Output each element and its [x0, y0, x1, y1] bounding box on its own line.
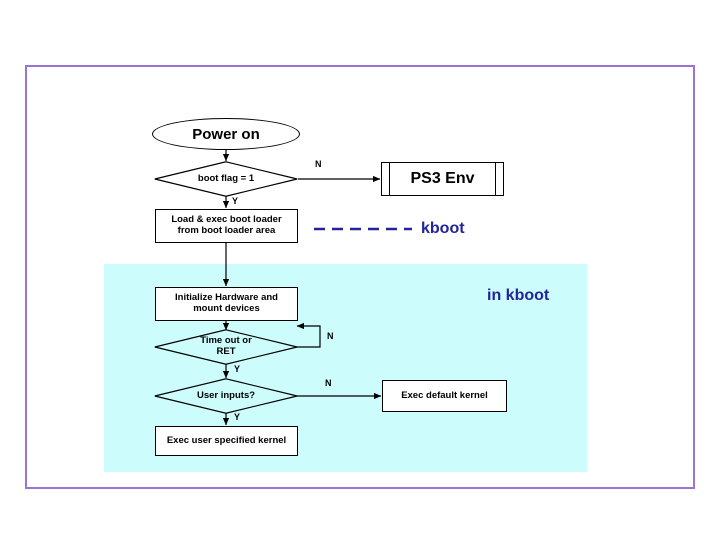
node-exec-default-kernel[interactable]: Exec default kernel: [382, 380, 507, 412]
node-user-inputs-decision[interactable]: User inputs?: [154, 378, 298, 414]
node-load-exec-boot-loader[interactable]: Load & exec boot loader from boot loader…: [155, 209, 298, 243]
node-exec-user-label: Exec user specified kernel: [166, 434, 287, 446]
annotation-in-kboot: in kboot: [487, 287, 550, 304]
node-timeout-decision[interactable]: Time out or RET: [154, 329, 298, 365]
node-power-on-label: Power on: [192, 125, 260, 143]
ps3-env-left-bar: [389, 163, 390, 195]
node-power-on[interactable]: Power on: [152, 118, 300, 150]
node-load-exec-line2: from boot loader area: [177, 225, 276, 236]
node-ps3-env-label: PS3 Env: [410, 170, 475, 187]
node-boot-flag-decision[interactable]: boot flag = 1: [154, 161, 298, 197]
node-load-exec-line1: Load & exec boot loader: [171, 214, 282, 226]
node-init-hw-line2: mount devices: [193, 303, 260, 314]
node-init-hw-line1: Initialize Hardware and: [175, 292, 278, 304]
branch-label-boot-flag-n: N: [315, 159, 322, 169]
branch-label-user-inputs-n: N: [325, 378, 332, 388]
node-ps3-env[interactable]: PS3 Env: [381, 162, 504, 196]
node-exec-user-kernel[interactable]: Exec user specified kernel: [155, 426, 298, 456]
branch-label-user-inputs-y: Y: [234, 412, 241, 422]
node-exec-default-label: Exec default kernel: [401, 389, 488, 401]
branch-label-timeout-n: N: [327, 331, 334, 341]
annotation-kboot: kboot: [421, 220, 465, 237]
branch-label-boot-flag-y: Y: [232, 196, 239, 206]
branch-label-timeout-y: Y: [234, 364, 241, 374]
node-initialize-hardware[interactable]: Initialize Hardware and mount devices: [155, 287, 298, 321]
ps3-env-right-bar: [495, 163, 496, 195]
